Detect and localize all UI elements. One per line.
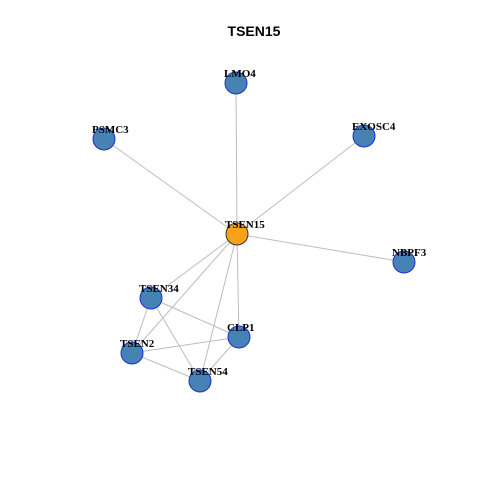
node-tsen15[interactable]: TSEN15 xyxy=(225,219,265,246)
node-exosc4[interactable]: EXOSC4 xyxy=(352,121,396,148)
edge-tsen15-tsen34 xyxy=(150,233,238,299)
edge-tsen2-tsen54 xyxy=(131,352,201,382)
node-tsen54[interactable]: TSEN54 xyxy=(188,366,228,393)
edge-tsen15-tsen54 xyxy=(199,233,238,382)
node-psmc3[interactable]: PSMC3 xyxy=(92,124,129,151)
node-lmo4[interactable]: LMO4 xyxy=(224,68,256,95)
node-label-tsen54: TSEN54 xyxy=(188,366,228,378)
edge-tsen15-exosc4 xyxy=(236,135,365,235)
node-circle-tsen54[interactable] xyxy=(188,369,212,393)
edge-tsen15-nbpf3 xyxy=(236,233,405,263)
node-circle-tsen15[interactable] xyxy=(225,222,249,246)
node-circle-tsen34[interactable] xyxy=(139,286,163,310)
node-label-psmc3: PSMC3 xyxy=(92,124,129,136)
node-circle-nbpf3[interactable] xyxy=(392,250,416,274)
node-label-tsen15: TSEN15 xyxy=(225,219,265,231)
node-nbpf3[interactable]: NBPF3 xyxy=(392,247,427,274)
node-label-exosc4: EXOSC4 xyxy=(352,121,396,133)
edge-tsen15-lmo4 xyxy=(235,82,238,235)
graph-title: TSEN15 xyxy=(228,23,281,39)
edge-tsen15-clp1 xyxy=(236,233,240,338)
node-clp1[interactable]: CLP1 xyxy=(227,322,255,349)
node-circle-tsen2[interactable] xyxy=(120,341,144,365)
node-label-lmo4: LMO4 xyxy=(224,68,256,80)
node-circle-psmc3[interactable] xyxy=(92,127,116,151)
edge-tsen15-psmc3 xyxy=(103,138,238,235)
edge-tsen34-tsen54 xyxy=(150,297,201,382)
node-label-clp1: CLP1 xyxy=(227,322,255,334)
node-label-nbpf3: NBPF3 xyxy=(392,247,427,259)
node-tsen34[interactable]: TSEN34 xyxy=(139,283,179,310)
edge-tsen2-clp1 xyxy=(131,336,240,354)
node-tsen2[interactable]: TSEN2 xyxy=(120,338,155,365)
node-circle-exosc4[interactable] xyxy=(352,124,376,148)
node-label-tsen2: TSEN2 xyxy=(120,338,155,350)
node-circle-lmo4[interactable] xyxy=(224,71,248,95)
edge-tsen34-clp1 xyxy=(150,297,240,338)
edge-tsen15-tsen2 xyxy=(131,233,238,354)
node-circle-clp1[interactable] xyxy=(227,325,251,349)
node-label-tsen34: TSEN34 xyxy=(139,283,179,295)
